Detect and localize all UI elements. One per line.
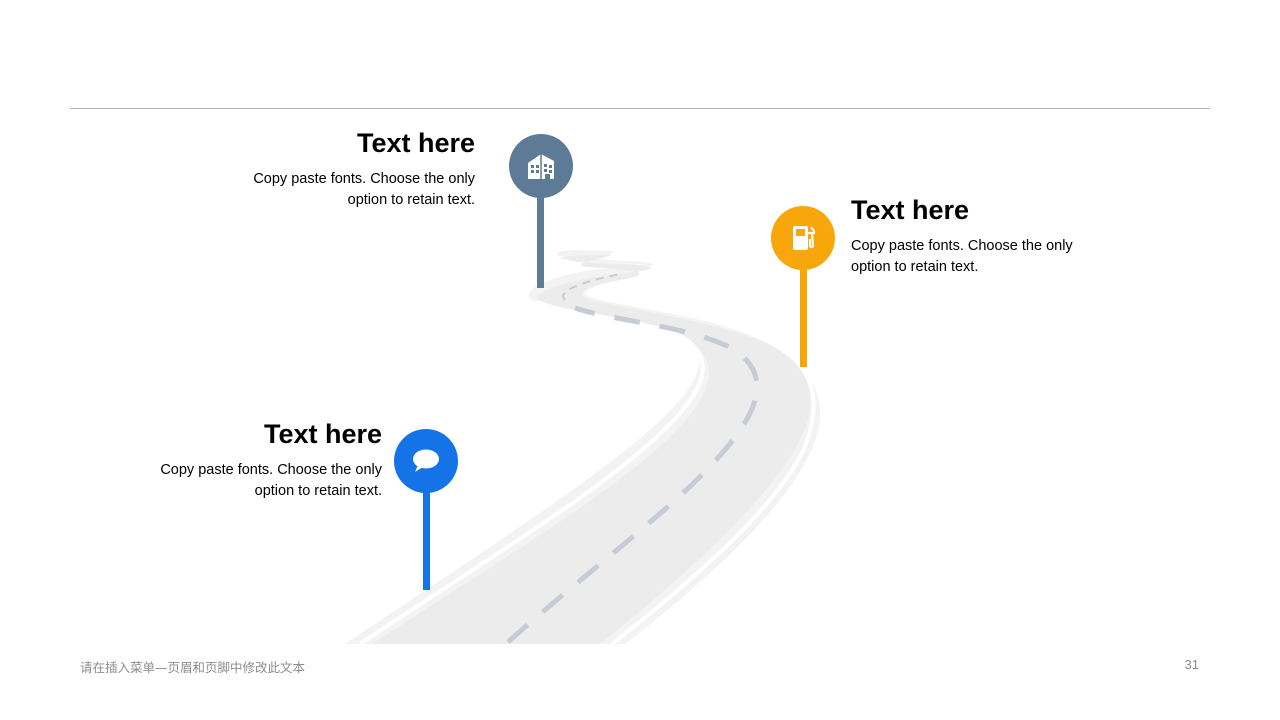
- milestone-title: Text here: [851, 195, 970, 225]
- lane-marking: [506, 305, 760, 644]
- pin-head-fuel[interactable]: [771, 206, 835, 270]
- building-icon: [524, 149, 558, 183]
- milestone-text-building: Text here Copy paste fonts. Choose the o…: [235, 127, 475, 211]
- pin-head-chat[interactable]: [394, 429, 458, 493]
- road-surface: [372, 255, 811, 644]
- pin-head-building[interactable]: [509, 134, 573, 198]
- page-number: 31: [1184, 657, 1199, 672]
- milestone-title: Text here: [356, 128, 475, 158]
- chat-bubble-icon: [409, 444, 443, 478]
- road-edge-line-right: [610, 338, 816, 646]
- pin-stem-fuel: [800, 262, 807, 367]
- milestone-description: Copy paste fonts. Choose the only option…: [851, 238, 1073, 275]
- milestone-text-chat: Text here Copy paste fonts. Choose the o…: [142, 418, 382, 502]
- lane-marking-far: [562, 273, 621, 301]
- fuel-pump-icon: [786, 221, 820, 255]
- pin-stem-chat: [423, 486, 430, 590]
- header-divider: [70, 108, 1210, 109]
- milestone-text-fuel: Text here Copy paste fonts. Choose the o…: [851, 194, 1091, 278]
- pin-stem-building: [537, 190, 544, 288]
- milestone-description: Copy paste fonts. Choose the only option…: [160, 462, 382, 499]
- footer-text: 请在插入菜单—页眉和页脚中修改此文本: [80, 660, 306, 675]
- milestone-description: Copy paste fonts. Choose the only option…: [253, 171, 475, 208]
- milestone-title: Text here: [263, 419, 382, 449]
